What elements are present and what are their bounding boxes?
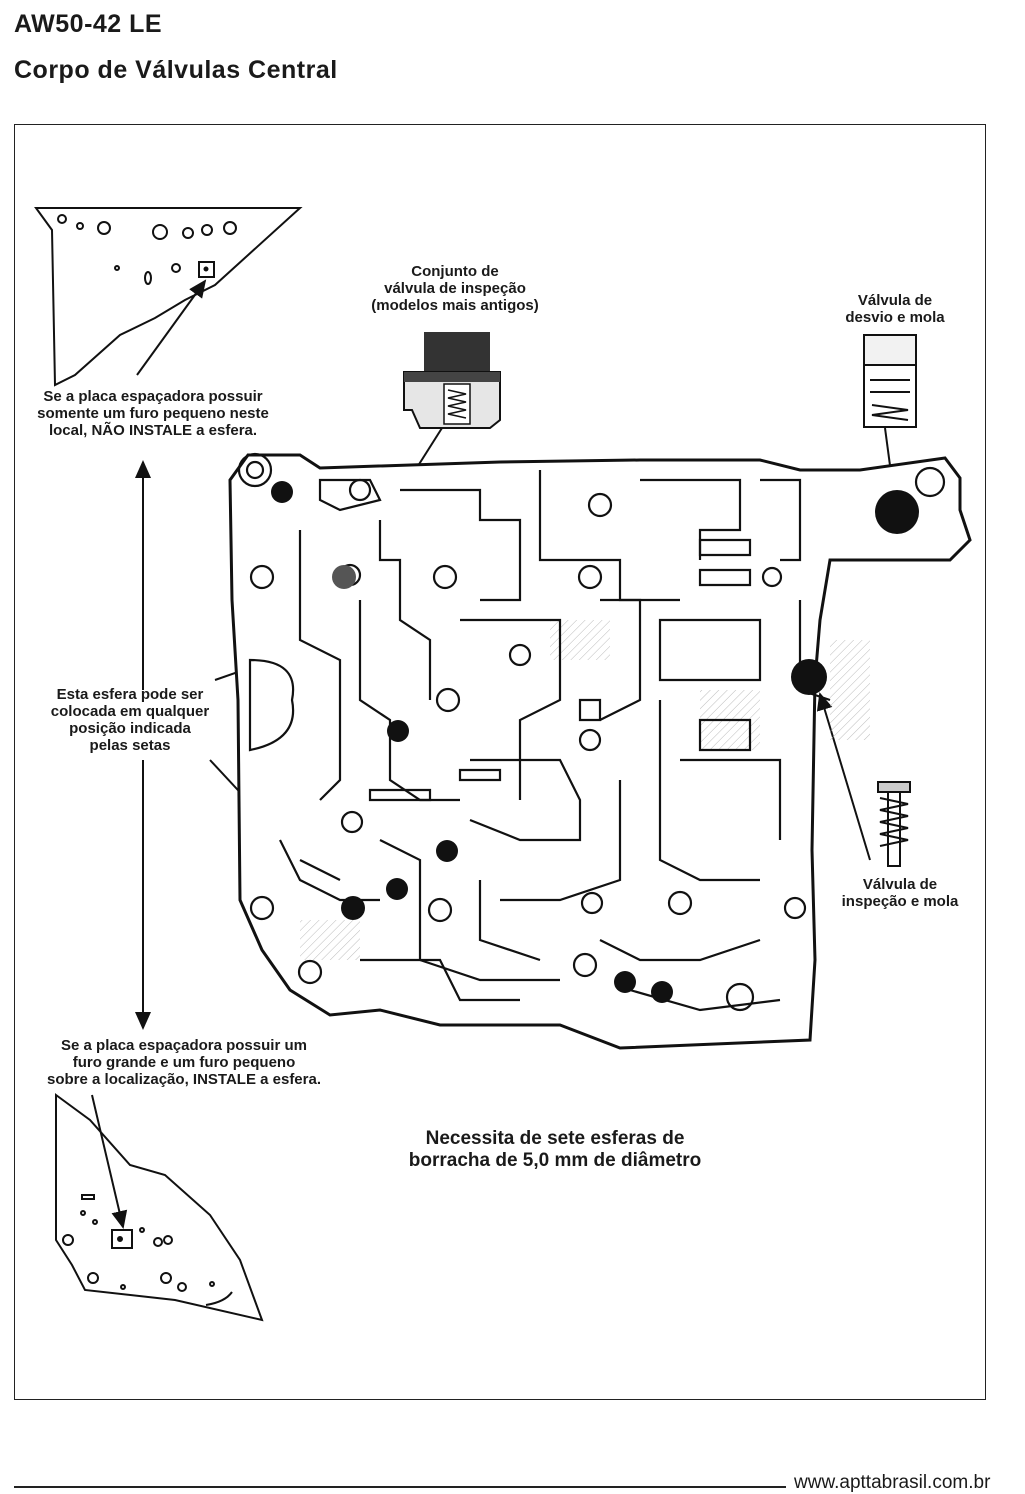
ball-requirement-note: Necessita de sete esferas de borracha de… — [408, 1128, 702, 1171]
model-title: AW50-42 LE — [14, 10, 163, 38]
check-valve-spring-icon — [877, 781, 911, 867]
label-check-valve-spring: Válvula de inspeção e mola — [841, 876, 959, 910]
footer-url[interactable]: www.apttabrasil.com.br — [794, 1472, 991, 1493]
label-bypass-valve: Válvula de desvio e mola — [845, 292, 945, 326]
footer-divider — [14, 1486, 786, 1488]
check-balls — [271, 481, 919, 1003]
check-valve-assembly-icon — [403, 332, 501, 429]
label-check-valve-assembly: Conjunto de válvula de inspeção (modelos… — [371, 263, 539, 314]
label-ball-either-position: Esta esfera pode ser colocada em qualque… — [50, 686, 210, 754]
arrow-check-valve-spring — [816, 692, 871, 861]
arrow-small-hole — [136, 279, 207, 376]
central-valve-body — [228, 452, 972, 1050]
spacer-plate-detail-top — [34, 207, 303, 387]
label-spacer-large-small-hole: Se a placa espaçadora possuir um furo gr… — [47, 1037, 321, 1088]
spacer-plate-detail-bottom — [55, 1093, 264, 1322]
label-spacer-small-hole: Se a placa espaçadora possuir somente um… — [37, 388, 269, 439]
bypass-valve-spring-icon — [863, 334, 917, 428]
diagram-frame — [14, 124, 986, 1400]
arrow-large-hole — [91, 1094, 128, 1229]
page-subtitle: Corpo de Válvulas Central — [14, 56, 338, 84]
